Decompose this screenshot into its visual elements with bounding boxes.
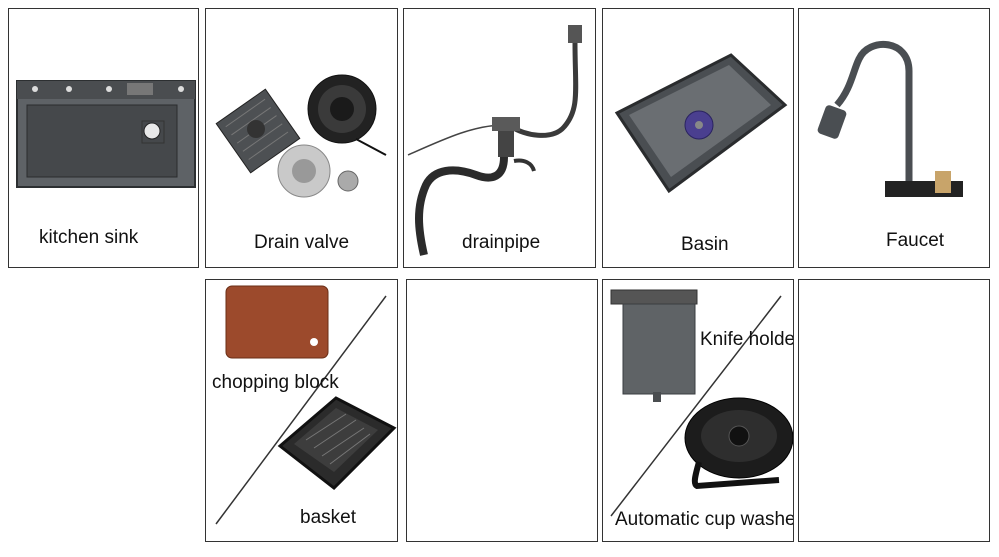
chopping-block-basket-image bbox=[215, 285, 397, 525]
basket-label: basket bbox=[300, 507, 356, 528]
basin-label: Basin bbox=[681, 234, 729, 255]
knife-holder-label: Knife holder bbox=[700, 329, 794, 350]
faucet-label: Faucet bbox=[886, 230, 945, 251]
kitchen-sink-cell: kitchen sink bbox=[8, 8, 199, 268]
empty-cell-1 bbox=[406, 279, 598, 542]
knife-holder-cup-washer-image bbox=[610, 289, 793, 517]
drain-valve-cell: Drain valve bbox=[205, 8, 398, 268]
faucet-cell: Faucet bbox=[798, 8, 990, 268]
basin-cell: Basin bbox=[602, 8, 794, 268]
automatic-cup-washer-label: Automatic cup washer bbox=[615, 509, 794, 530]
chopping-block-label: chopping block bbox=[212, 372, 339, 393]
chopping-block-basket-cell: chopping block basket bbox=[205, 279, 398, 542]
faucet-image bbox=[817, 41, 963, 197]
kitchen-sink-image bbox=[16, 80, 196, 188]
drain-valve-label: Drain valve bbox=[254, 232, 350, 253]
empty-cell-2 bbox=[798, 279, 990, 542]
basin-image bbox=[614, 53, 788, 194]
knife-holder-cup-washer-cell: Knife holder Automatic cup washer bbox=[602, 279, 794, 542]
drainpipe-label: drainpipe bbox=[462, 232, 541, 253]
drainpipe-image bbox=[407, 25, 582, 256]
drainpipe-cell: drainpipe bbox=[403, 8, 596, 268]
kitchen-sink-label: kitchen sink bbox=[39, 227, 139, 248]
drain-valve-image bbox=[215, 74, 387, 198]
